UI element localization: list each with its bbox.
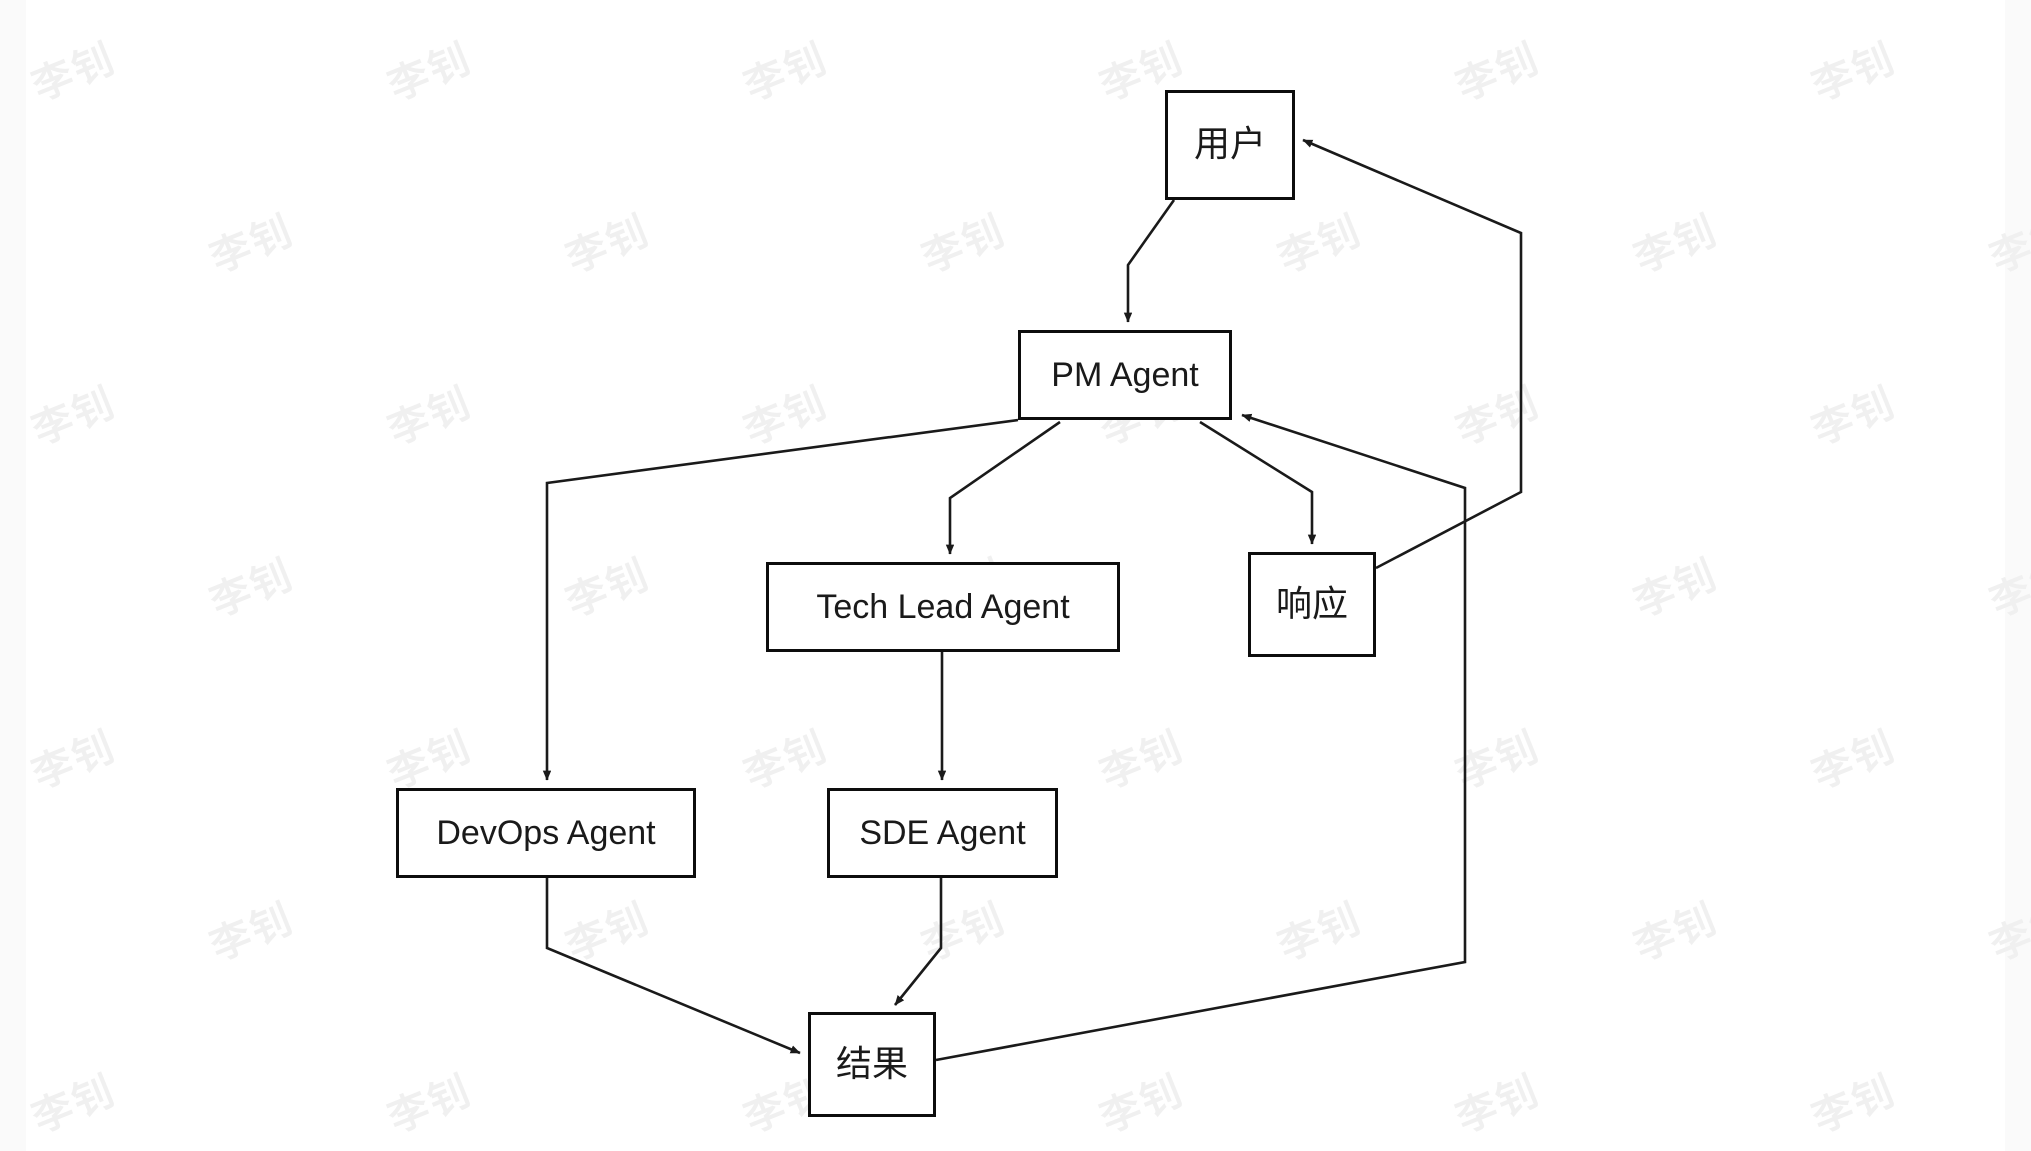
edge-pm-to-devops <box>542 418 1019 781</box>
node-sde-agent-label: SDE Agent <box>859 814 1026 852</box>
edge-pm-to-techlead <box>945 420 1061 555</box>
node-devops-agent[interactable]: DevOps Agent <box>396 788 696 878</box>
node-result[interactable]: 结果 <box>808 1012 936 1117</box>
node-tech-lead-agent-label: Tech Lead Agent <box>816 588 1070 626</box>
node-devops-agent-label: DevOps Agent <box>436 814 656 852</box>
edge-result-to-pm <box>935 413 1467 1062</box>
node-pm-agent[interactable]: PM Agent <box>1018 330 1232 420</box>
edge-devops-to-result <box>545 878 801 1055</box>
node-sde-agent[interactable]: SDE Agent <box>827 788 1058 878</box>
edge-pm-to-response <box>1199 420 1317 545</box>
node-response-label: 响应 <box>1275 583 1348 625</box>
node-response[interactable]: 响应 <box>1248 552 1376 657</box>
node-pm-agent-label: PM Agent <box>1051 356 1199 394</box>
node-user[interactable]: 用户 <box>1165 90 1295 200</box>
node-user-label: 用户 <box>1193 124 1266 165</box>
node-result-label: 结果 <box>835 1043 908 1085</box>
edge-response-to-user <box>1302 138 1523 570</box>
edge-user-to-pm <box>1123 199 1176 323</box>
edge-sde-to-result <box>893 878 943 1006</box>
node-tech-lead-agent[interactable]: Tech Lead Agent <box>766 562 1120 652</box>
